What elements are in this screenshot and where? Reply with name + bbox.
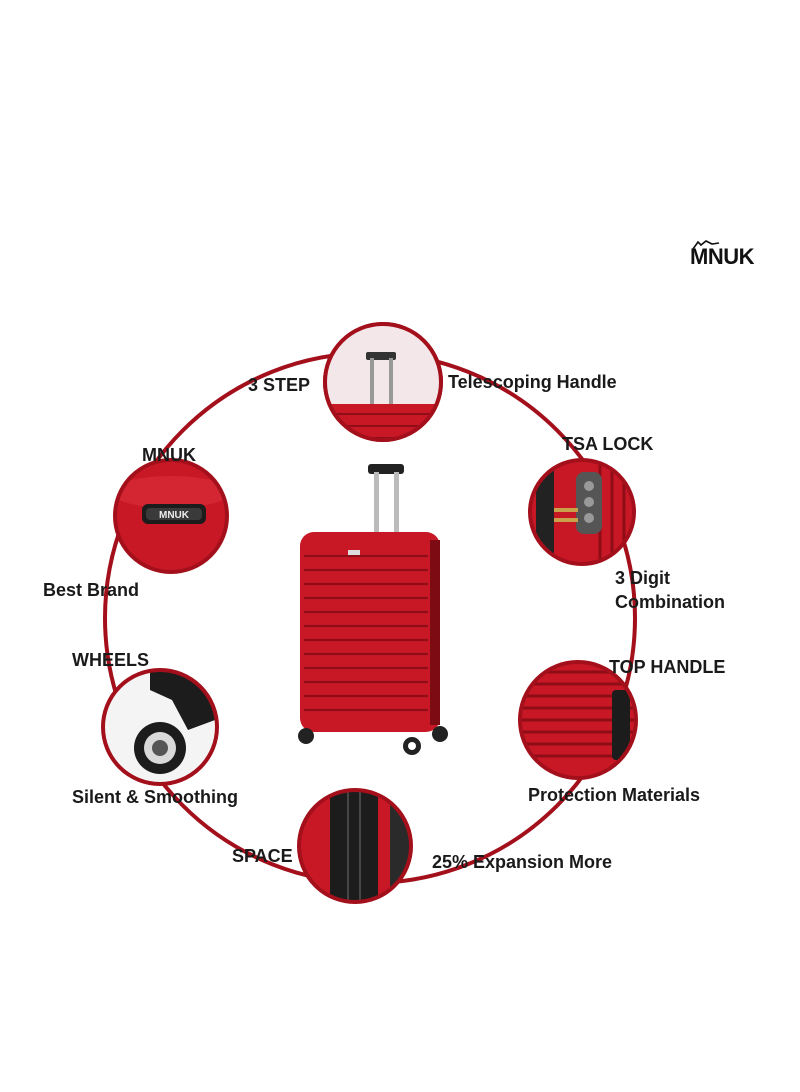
- label-3-digit-combination: 3 Digit Combination: [615, 568, 725, 612]
- top-handle-detail-circle: [518, 660, 638, 780]
- lock-detail-circle: [528, 458, 636, 566]
- brand-logo-icon: [692, 240, 720, 250]
- handle-detail-circle: [323, 322, 443, 442]
- label-mnuk: MNUK: [142, 445, 196, 465]
- label-expansion: 25% Expansion More: [432, 852, 613, 872]
- wheels-detail-circle: [101, 668, 219, 786]
- label-tsa-lock: TSA LOCK: [562, 434, 654, 454]
- suitcase-image: [298, 464, 448, 755]
- label-wheels: WHEELS: [72, 650, 150, 670]
- badge-text: MNUK: [159, 510, 190, 521]
- label-telescoping-handle: Telescoping Handle: [448, 372, 617, 392]
- label-3-step: 3 STEP: [248, 375, 311, 395]
- expansion-detail-circle: [297, 788, 413, 904]
- label-best-brand: Best Brand: [43, 580, 140, 600]
- label-silent-smoothing: Silent & Smoothing: [72, 787, 238, 807]
- label-space: SPACE: [232, 846, 293, 866]
- brand-logo: MNUK: [690, 244, 755, 269]
- label-protection-materials: Protection Materials: [528, 785, 701, 805]
- brand-badge-circle: MNUK: [113, 458, 229, 574]
- label-top-handle: TOP HANDLE: [609, 657, 726, 677]
